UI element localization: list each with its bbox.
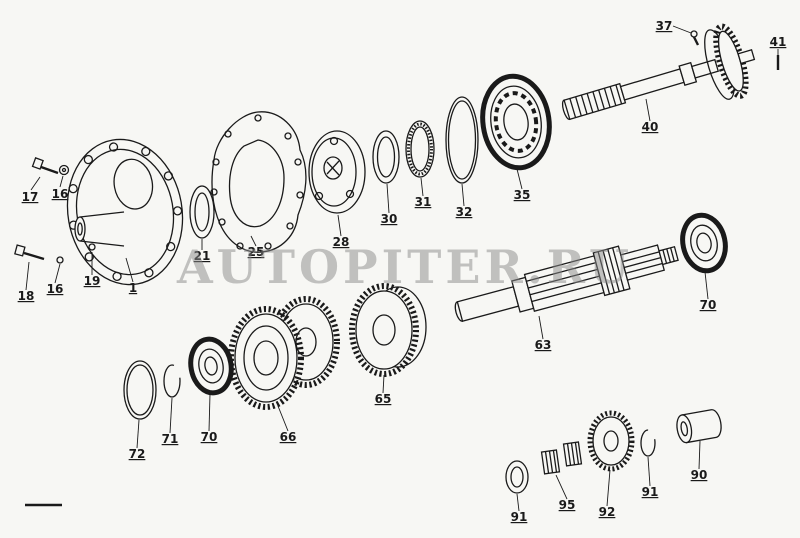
part-28-retainer-plate: [308, 130, 366, 214]
part-label-91b: 91: [642, 485, 659, 499]
part-16-washer-top: [58, 164, 70, 176]
part-labels: 17 16 18 16 19 1 21 25 28 30 31 32 35 37…: [18, 19, 787, 524]
part-91-snap-ring-2: [640, 429, 656, 457]
part-label-21: 21: [194, 249, 211, 263]
part-label-16b: 16: [47, 282, 64, 296]
part-31-ring: [405, 120, 435, 178]
part-label-1: 1: [129, 281, 137, 295]
part-label-71: 71: [162, 432, 179, 446]
part-label-31: 31: [415, 195, 432, 209]
part-label-30: 30: [381, 212, 398, 226]
part-19-washer: [88, 243, 96, 251]
watermark-text: AUTOPITER.RU: [176, 240, 633, 294]
part-label-65: 65: [375, 392, 392, 406]
part-label-25: 25: [248, 245, 265, 259]
part-label-70a: 70: [700, 298, 717, 312]
part-label-37: 37: [656, 19, 673, 33]
part-label-28: 28: [333, 235, 350, 249]
part-1-shaft-tube: [74, 211, 125, 247]
part-72-ring: [123, 360, 157, 420]
part-70-bearing-right: [680, 212, 728, 274]
part-70-bearing-left: [188, 336, 234, 396]
part-label-32: 32: [456, 205, 473, 219]
part-21-seal-ring: [189, 185, 215, 239]
part-1-housing: [66, 138, 184, 286]
part-40-input-shaft: [561, 23, 756, 121]
part-label-70b: 70: [201, 430, 218, 444]
part-label-91a: 91: [511, 510, 528, 524]
leader-lines: [25, 25, 779, 512]
part-16-washer-bottom: [56, 256, 64, 264]
part-label-72: 72: [129, 447, 146, 461]
part-label-16a: 16: [52, 187, 69, 201]
part-label-18: 18: [18, 289, 35, 303]
part-label-17: 17: [22, 190, 39, 204]
part-65-gear: [349, 283, 427, 377]
part-label-19: 19: [84, 274, 101, 288]
part-label-90: 90: [691, 468, 708, 482]
part-label-35: 35: [514, 188, 531, 202]
part-25-gasket: [210, 111, 307, 253]
part-71-snap-ring: [163, 364, 181, 398]
part-18-bolt: [14, 244, 45, 261]
part-37-bolt: [690, 30, 700, 46]
part-95-bushings: [540, 441, 583, 475]
part-63-main-shaft: [454, 244, 679, 322]
part-35-bearing: [480, 73, 552, 171]
part-32-snap-ring: [445, 96, 479, 184]
part-label-63: 63: [535, 338, 552, 352]
part-66-gear-cluster: [228, 296, 340, 410]
part-92-gear: [587, 410, 635, 472]
part-90-sleeve: [676, 409, 722, 444]
part-label-40: 40: [642, 120, 659, 134]
part-label-95: 95: [559, 498, 576, 512]
part-label-66: 66: [280, 430, 297, 444]
part-17-bolt: [31, 157, 59, 175]
part-label-41: 41: [770, 35, 787, 49]
part-30-ring: [372, 130, 400, 184]
part-label-92: 92: [599, 505, 616, 519]
part-91-washer: [505, 460, 529, 494]
